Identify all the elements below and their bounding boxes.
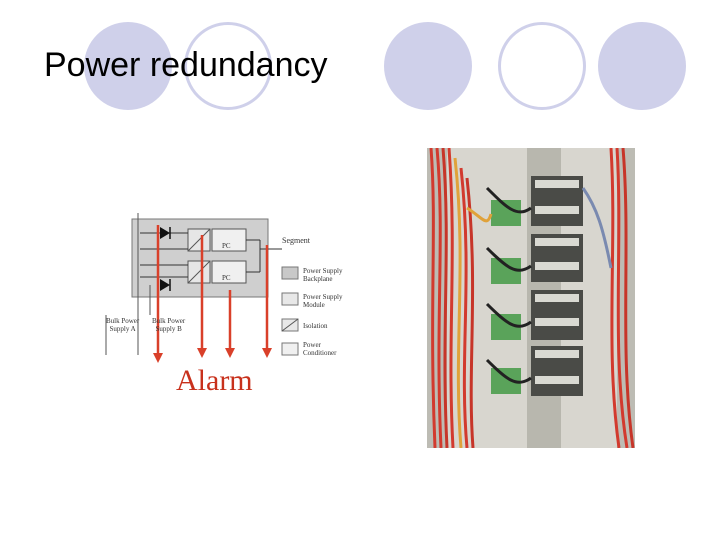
decor-circle-1 (84, 22, 172, 110)
diode-bottom (160, 279, 170, 291)
diagram-drawing (105, 213, 299, 363)
bulk-supply-a-label: Bulk Power Supply A (106, 317, 140, 333)
legend-label-backplane: Power Supply Backplane (303, 267, 343, 283)
legend-swatch-backplane (281, 266, 299, 280)
slide-title: Power redundancy (44, 46, 328, 84)
legend-label-isolation: Isolation (303, 322, 328, 330)
power-supply-panel-photo (427, 148, 635, 448)
segment-label: Segment (282, 236, 310, 245)
bulk-supply-b-label: Bulk Power Supply B (152, 317, 186, 333)
decor-circle-4 (498, 22, 586, 110)
decor-circle-2 (184, 22, 272, 110)
legend-label-conditioner: Power Conditioner (303, 341, 337, 357)
supply-modules (491, 176, 583, 396)
decor-circle-3 (384, 22, 472, 110)
alarm-label: Alarm (176, 364, 253, 397)
legend-swatch-module (281, 292, 299, 306)
pc-label-top: PC (222, 242, 231, 250)
diode-top (160, 227, 170, 239)
pc-label-bottom: PC (222, 274, 231, 282)
wires (429, 148, 635, 448)
legend-swatch-pc (281, 342, 299, 356)
panel-photo-drawing (427, 148, 635, 448)
redundancy-diagram: PC PC Segment Power Supply Backplane Pow… (100, 205, 360, 400)
decor-circle-5 (598, 22, 686, 110)
legend-label-module: Power Supply Module (303, 293, 343, 309)
alarm-arrows (153, 225, 272, 363)
